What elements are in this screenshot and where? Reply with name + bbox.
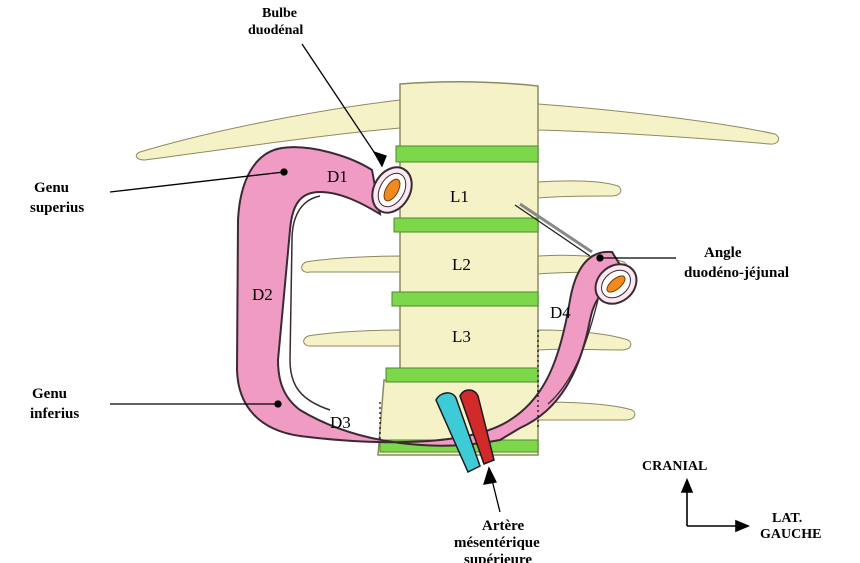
lat-line1: LAT. [772, 511, 802, 526]
segment-d4-label: D4 [550, 303, 571, 322]
bulbe-label: Bulbe duodénal [248, 6, 303, 38]
bulbe-arrowhead [374, 152, 386, 166]
disc-l2-l3 [392, 292, 538, 306]
lat-gauche-label: LAT. GAUCHE [760, 511, 821, 542]
artere-line3: supérieure [464, 552, 532, 563]
disc-l1-l2 [394, 218, 538, 232]
genu-superius-label: Genu superius [30, 180, 84, 216]
vertebra-l1-label: L1 [450, 187, 469, 206]
right-process-l1 [538, 181, 621, 198]
angle-label: Angle duodéno-jéjunal [684, 245, 789, 281]
artere-label: Artère mésentérique supérieure [454, 518, 544, 563]
cranial-label: CRANIAL [642, 459, 707, 474]
segment-d3-label: D3 [330, 413, 351, 432]
disc-l3-l4 [386, 368, 538, 382]
genu-inferius-line1: Genu [32, 386, 67, 402]
left-rib [136, 100, 400, 160]
genu-inferius-dot [275, 401, 281, 407]
segment-d2-label: D2 [252, 285, 273, 304]
segment-d1-label: D1 [327, 167, 348, 186]
angle-dot [597, 255, 603, 261]
genu-inferius-label: Genu inferius [30, 386, 79, 422]
angle-line2: duodéno-jéjunal [684, 265, 789, 281]
orientation-axes [682, 480, 748, 531]
genu-superius-line1: Genu [34, 180, 69, 196]
bulbe-label-line1: Bulbe [262, 6, 297, 21]
cranial-arrowhead [682, 480, 692, 492]
lateral-arrowhead [736, 521, 748, 531]
artere-arrowhead [484, 468, 496, 484]
artere-line1: Artère [482, 518, 525, 534]
vertebra-l3-label: L3 [452, 327, 471, 346]
artere-line2: mésentérique [454, 535, 540, 551]
angle-line1: Angle [704, 245, 742, 261]
bulbe-label-line2: duodénal [248, 23, 303, 38]
disc-t12-l1 [396, 146, 538, 162]
left-process-l3 [304, 330, 400, 346]
genu-inferius-line2: inferius [30, 406, 79, 422]
left-process-l2 [302, 256, 400, 272]
genu-superius-dot [281, 169, 287, 175]
vertebra-l2-label: L2 [452, 255, 471, 274]
right-rib [538, 104, 779, 144]
lat-line2: GAUCHE [760, 527, 821, 542]
duodenum-inner-curve [290, 196, 330, 410]
genu-superius-line2: superius [30, 200, 84, 216]
